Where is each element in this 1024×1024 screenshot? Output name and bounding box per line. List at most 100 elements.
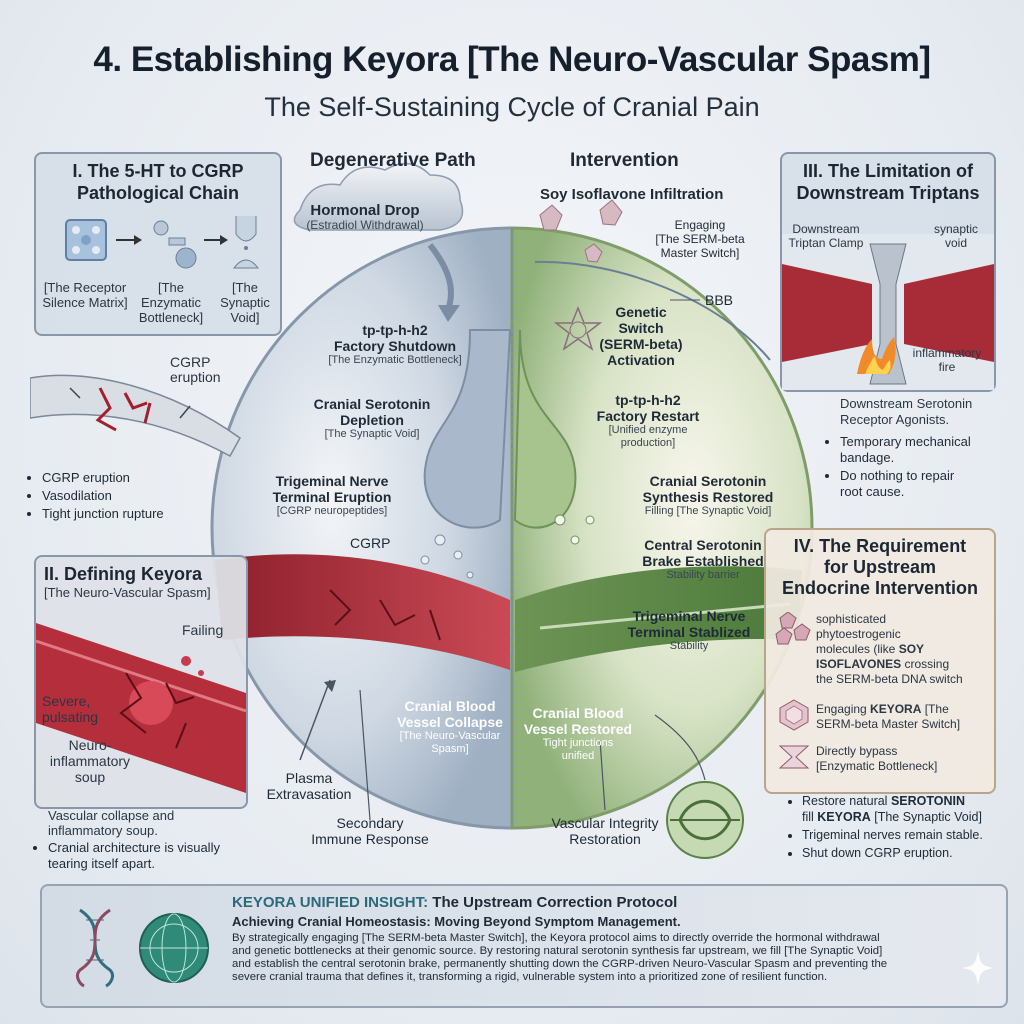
- panel4-bullet: Restore natural: [802, 794, 891, 808]
- panel3-bullet: root cause.: [840, 484, 905, 499]
- nerve-terminal-left: [423, 329, 512, 529]
- chain-item-label: Enzymatic: [141, 295, 201, 310]
- panel2-subtitle: [The Neuro-Vascular Spasm]: [44, 585, 211, 600]
- restored-label: Vessel Restored: [523, 721, 633, 737]
- hexagon-crystal-icon: [779, 699, 809, 731]
- dna-icon: [76, 908, 114, 988]
- bbb-label: BBB: [705, 292, 734, 308]
- restored-sub: unified: [561, 750, 595, 762]
- panel4-item3: Directly bypass: [816, 744, 898, 758]
- panel3-bullet-list: Temporary mechanical bandage. Do nothing…: [828, 434, 1020, 502]
- cgrp-label: CGRP: [170, 354, 211, 370]
- depletion-sub: [The Synaptic Void]: [324, 428, 420, 440]
- restart-sub: [Unified enzyme: [608, 424, 688, 436]
- switch-label: Genetic: [615, 304, 667, 320]
- insight-panel: KEYORA UNIFIED INSIGHT: The Upstream Cor…: [40, 884, 1008, 1008]
- panel2-bullet-list: Cranial architecture is visually tearing…: [36, 840, 268, 874]
- arrow-right-icon: [116, 235, 142, 245]
- plasma-label: Plasma: [285, 770, 333, 786]
- chain-item-label: Void]: [230, 310, 260, 325]
- insight-title: The Upstream Correction Protocol: [428, 894, 678, 911]
- panel3-note: Receptor Agonists.: [840, 412, 950, 427]
- stabilized-sub: Stability: [669, 640, 709, 652]
- integrity-label: Vascular Integrity: [551, 815, 659, 831]
- cgrp-bullet-list: CGRP eruption Vasodilation Tight junctio…: [30, 470, 252, 524]
- insight-body-line: By strategically engaging [The SERM-beta…: [232, 932, 880, 944]
- panel3-bullet: bandage.: [840, 450, 895, 465]
- restart-label: tp-tp-h-h2: [615, 392, 681, 408]
- switch-label: (SERM-beta): [599, 336, 683, 352]
- panel4-item1-bold: SOY: [898, 642, 925, 656]
- cgrp-eruption-illustration: [30, 374, 241, 458]
- brake-label: Brake Established: [642, 553, 764, 569]
- depletion-label: Depletion: [340, 412, 404, 428]
- stabilized-label: Terminal Stablized: [627, 624, 751, 640]
- panel4-item2-bold: KEYORA: [870, 702, 922, 716]
- brake-sub: Stability barrier: [666, 569, 740, 581]
- insight-body-line: severe cranial trauma that defines it, t…: [232, 971, 828, 983]
- synthesis-label: Synthesis Restored: [642, 489, 774, 505]
- hormonal-drop-label: Hormonal Drop: [310, 202, 420, 219]
- eruption-label: Terminal Eruption: [272, 489, 392, 505]
- neuro-soup-label: Neuro-: [68, 737, 112, 753]
- fire-label: inflammatory: [912, 346, 982, 360]
- synthesis-sub: Filling [The Synaptic Void]: [644, 505, 772, 517]
- nerve-terminal-right: [513, 329, 577, 529]
- intervention-heading: Intervention: [570, 150, 679, 171]
- insight-body-line: and establish the central serotonin brak…: [232, 958, 888, 970]
- page-title: 4. Establishing Keyora [The Neuro-Vascul…: [93, 40, 931, 79]
- crystal-cluster-icon: [775, 612, 811, 645]
- switch-label: Switch: [618, 320, 664, 336]
- panel3-bullet: Temporary mechanical: [840, 434, 971, 449]
- estradiol-label: (Estradiol Withdrawal): [306, 218, 424, 232]
- collapse-sub: [The Neuro-Vascular: [399, 730, 501, 742]
- panel3-note: Downstream Serotonin: [840, 396, 973, 411]
- restored-label: Cranial Blood: [532, 705, 624, 721]
- panel4-bullet: Trigeminal nerves remain stable.: [802, 827, 1022, 843]
- panel2-bullet: tearing itself apart.: [48, 856, 155, 871]
- synthesis-label: Cranial Serotonin: [649, 473, 767, 489]
- arrow-right-icon: [204, 235, 228, 245]
- collapse-label: Cranial Blood: [404, 698, 496, 714]
- insight-icons: [76, 908, 209, 988]
- vessel-collapsed: [215, 554, 510, 670]
- chain-item-label: Bottleneck]: [138, 310, 204, 325]
- panel4-item1: molecules (like: [816, 642, 899, 656]
- soy-label: Soy Isoflavone Infiltration: [540, 186, 724, 203]
- cgrp-bullet: CGRP eruption: [42, 470, 252, 486]
- stabilized-label: Trigeminal Nerve: [632, 608, 746, 624]
- factory-shutdown-label: Factory Shutdown: [333, 338, 457, 354]
- panel4-title-line2: for Upstream: [823, 557, 937, 577]
- engaging-label: Engaging: [674, 218, 726, 232]
- severe-label: pulsating: [42, 709, 99, 725]
- eruption-label: Trigeminal Nerve: [275, 473, 389, 489]
- severe-label: Severe,: [42, 693, 91, 709]
- panel4-bullet-bold: KEYORA: [817, 810, 871, 824]
- bypass-icon: [778, 745, 810, 769]
- panel3-bullet: Do nothing to repair: [840, 468, 955, 483]
- panel4-title-line1: IV. The Requirement: [793, 536, 967, 556]
- chain-item-label: Synaptic: [220, 295, 270, 310]
- immune-label: Immune Response: [311, 831, 429, 847]
- panel-upstream-intervention: IV. The Requirement for Upstream Endocri…: [764, 528, 996, 794]
- cgrp-bullet: Vasodilation: [42, 488, 252, 504]
- brake-label: Central Serotonin: [644, 537, 762, 553]
- cgrp-mid-label: CGRP: [350, 535, 391, 551]
- panel4-item2: SERM-beta Master Switch]: [816, 717, 961, 731]
- panel2-bullet: Cranial architecture is visually: [48, 840, 220, 855]
- panel4-item1: sophisticated: [816, 612, 887, 626]
- panel-pathological-chain: I. The 5-HT to CGRP Pathological Chain: [34, 152, 282, 336]
- collapse-sub: Spasm]: [431, 743, 469, 755]
- collapse-label: Vessel Collapse: [397, 714, 503, 730]
- panel4-item1: crossing: [901, 657, 950, 671]
- panel2-title: II. Defining Keyora: [44, 564, 203, 584]
- panel2-note: inflammatory soup.: [48, 823, 158, 838]
- triptan-clamp-illustration: [782, 234, 994, 390]
- panel4-item1: phytoestrogenic: [816, 627, 901, 641]
- chain-item-label: Silence Matrix]: [42, 295, 128, 310]
- panel1-title-line1: I. The 5-HT to CGRP: [72, 161, 244, 181]
- restart-label: Factory Restart: [596, 408, 700, 424]
- chain-item-label: [The Receptor: [43, 280, 127, 295]
- panel-defining-keyora: II. Defining Keyora [The Neuro-Vascular …: [34, 555, 248, 809]
